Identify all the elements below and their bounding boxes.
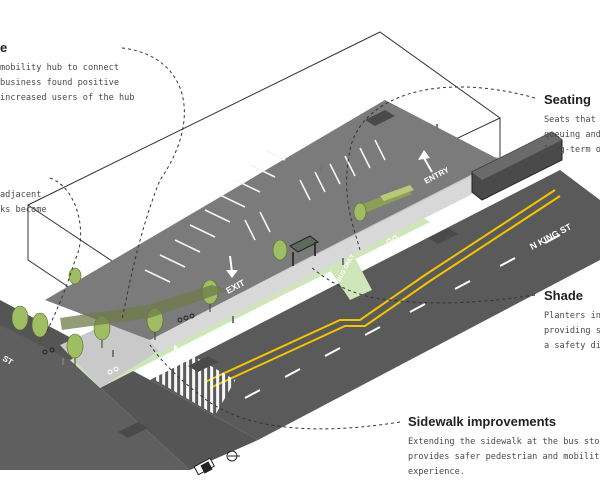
callout-sidewalk-body: Extending the sidewalk at the bus stop p… — [408, 435, 600, 480]
bike-rack — [42, 313, 195, 355]
bus-shelter — [289, 235, 319, 266]
bike-lane-symbols — [107, 235, 398, 375]
callout-sidewalk: Sidewalk improvements Extending the side… — [408, 414, 600, 480]
callout-seating-line: long-term occ — [544, 145, 600, 155]
callout-adjacent: adjacent ks become — [0, 188, 47, 218]
callout-seating: Seating Seats that pr queuing and long-t… — [544, 92, 600, 158]
cross-street-label: ST — [1, 354, 14, 367]
callout-sidewalk-line: experience. — [408, 467, 465, 477]
callout-shade-line: providing sha — [544, 326, 600, 336]
tree-trunks — [39, 304, 211, 366]
sidewalk — [60, 150, 560, 388]
entry-arrow — [418, 150, 433, 173]
callout-sidewalk-line: Extending the sidewalk at the bus stop — [408, 437, 600, 447]
main-road — [150, 170, 600, 440]
car-icon — [118, 110, 458, 438]
callout-mobility-hub-line: business found positive — [0, 78, 119, 88]
callout-mobility-hub-line: mobility hub to connect — [0, 63, 119, 73]
callout-mobility-hub-line: increased users of the hub — [0, 93, 135, 103]
callout-adjacent-line: adjacent — [0, 190, 42, 200]
callout-seating-title: Seating — [544, 92, 591, 107]
callout-shade-body: Planters in th providing sha a safety di… — [544, 309, 600, 354]
planters — [360, 185, 414, 212]
callout-seating-body: Seats that pr queuing and long-term occ — [544, 113, 600, 158]
callout-shade-title: Shade — [544, 288, 584, 303]
callout-sidewalk-line: provides safer pedestrian and mobility — [408, 452, 600, 462]
callout-seating-line: queuing and — [544, 130, 600, 140]
crosswalk — [154, 345, 236, 415]
callout-mobility-hub-body: mobility hub to connect business found p… — [0, 61, 135, 106]
callout-sidewalk-title: Sidewalk improvements — [408, 414, 557, 429]
callout-adjacent-body: adjacent ks become — [0, 188, 47, 218]
north-arrow-icon — [193, 450, 240, 476]
hedge — [60, 285, 230, 330]
callout-shade-line: a safety divid — [544, 341, 600, 351]
callout-adjacent-line: ks become — [0, 205, 47, 215]
callout-seating-line: Seats that pr — [544, 115, 600, 125]
cross-street — [0, 300, 258, 470]
leader-lines — [44, 47, 536, 430]
callout-mobility-hub: e mobility hub to connect business found… — [0, 40, 135, 106]
callout-shade-line: Planters in th — [544, 311, 600, 321]
pedestrians — [62, 124, 438, 365]
callout-mobility-hub-title: e — [0, 40, 8, 55]
callout-shade: Shade Planters in th providing sha a saf… — [544, 288, 600, 354]
bus-icon — [471, 131, 563, 201]
parking-lot — [45, 100, 500, 340]
exit-arrow — [226, 255, 238, 278]
